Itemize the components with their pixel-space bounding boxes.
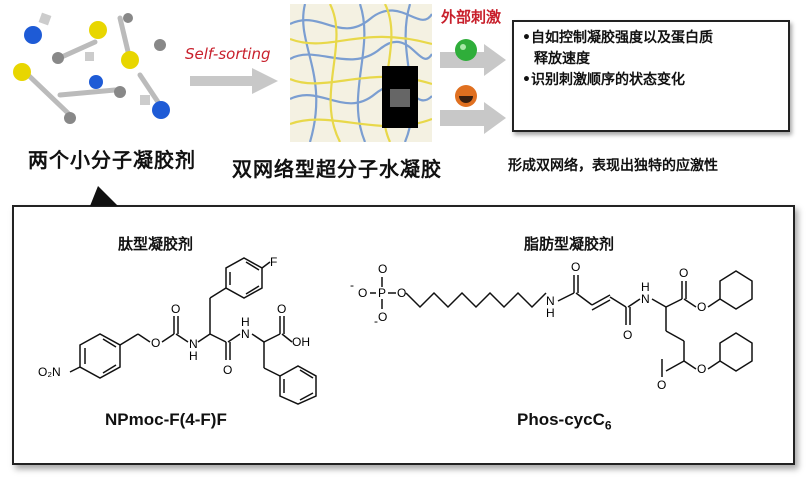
atom-o3: O [223,363,232,377]
lipid-name-main: Phos-cycC [517,410,605,429]
double-network-hydrogel-image [290,4,432,142]
atom-o1: O [151,336,160,350]
atom-o-amide1: O [571,260,580,274]
atom-f: F [270,255,277,269]
atom-o-amide2: O [623,328,632,342]
atom-o-ester1b: O [697,300,706,314]
charge-bottom: - [374,314,378,328]
external-stimuli-label: 外部刺激 [441,8,502,26]
property-item-sequence: •识别刺激顺序的状态变化 [522,72,685,88]
lipid-gelator-name: Phos-cycC6 [517,410,612,432]
lipid-gelator-title: 脂肪型凝胶剂 [524,235,615,253]
property-item-strength-cont: 释放速度 [534,51,590,67]
atom-n1: N [189,337,198,351]
atom-n-amide1: N [546,294,555,308]
atom-o2n: O₂N [38,365,61,379]
atom-o-ester2b: O [697,362,706,376]
properties-box: •自如控制凝胶强度以及蛋白质 释放速度 •识别刺激顺序的状态变化 [512,20,790,132]
self-sorting-label: Self-sorting [185,45,271,63]
lipid-name-subscript: 6 [604,418,612,433]
atom-p: P [378,286,386,300]
lipid-structure: O - O P O - O O H N O H N O O O O [350,260,753,392]
atom-o-ester1: O [679,266,688,280]
peptide-gelator-name: NPmoc-F(4-F)F [105,410,227,429]
callout-pointer [90,186,118,206]
self-sorting-arrow [190,68,278,94]
atom-o2: O [171,302,180,316]
atom-h2: H [241,315,250,329]
atom-h1: H [189,349,198,363]
atom-o-right: O [397,286,406,300]
atom-oh: OH [292,335,310,349]
gelator-structures-box [12,205,795,465]
charge-left: - [350,278,354,292]
result-caption: 形成双网络，表现出独特的应激性 [508,158,718,174]
property-item-strength: •自如控制凝胶强度以及蛋白质 [522,30,713,46]
atom-n-amide2: N [641,292,650,306]
gelator-molecules-illustration [13,12,170,124]
atom-o-ester2: O [657,378,666,392]
atom-o-left: O [358,286,367,300]
peptide-structure: F O O H N N H O OH O O₂N [38,255,317,405]
atom-o4: O [277,302,286,316]
atom-o-top: O [378,262,387,276]
atom-h-amide2: H [641,280,650,294]
atom-h-amide1: H [546,306,555,320]
stimuli-arrows [440,39,506,134]
double-network-hydrogel-label: 双网络型超分子水凝胶 [232,157,442,181]
atom-n2: N [241,327,250,341]
peptide-gelator-title: 肽型凝胶剂 [118,235,194,253]
two-gelators-label: 两个小分子凝胶剂 [28,148,196,172]
atom-o-bottom: O [378,310,387,324]
